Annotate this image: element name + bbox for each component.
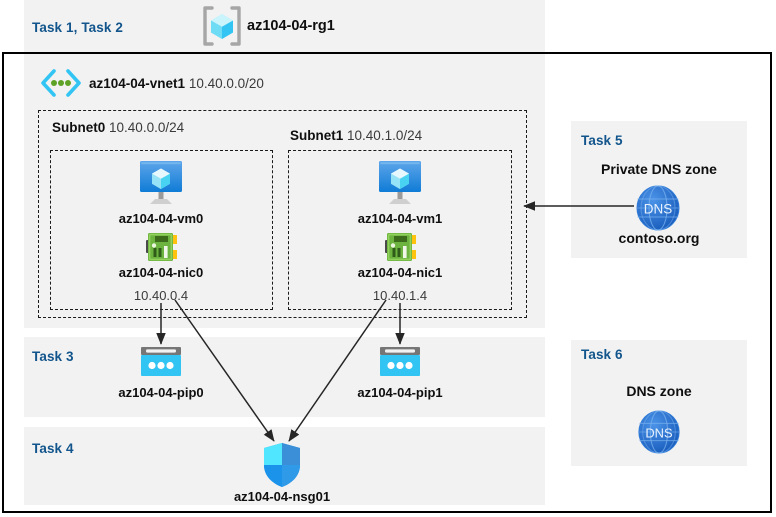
nsg-name: az104-04-nsg01	[233, 489, 331, 504]
task5-zone-name: contoso.org	[618, 230, 700, 246]
virtual-machine-icon	[133, 158, 189, 210]
pip0-name: az104-04-pip0	[118, 385, 204, 400]
network-security-group-shield-icon	[261, 441, 303, 489]
subnet0-cidr: 10.40.0.0/24	[109, 120, 185, 135]
virtual-network-icon	[38, 68, 84, 98]
network-interface-icon	[144, 231, 180, 263]
task-label-task6: Task 6	[581, 347, 623, 362]
task6-heading: DNS zone	[626, 383, 692, 399]
diagram-outer-border	[2, 52, 772, 513]
panel-task1-task2	[24, 0, 545, 52]
vm1-name: az104-04-vm1	[357, 211, 443, 226]
panel-task3	[24, 337, 545, 417]
dns-zone-globe-icon: DNS	[634, 184, 682, 232]
public-ip-address-icon	[378, 346, 422, 380]
vnet-cidr: 10.40.0.0/20	[188, 76, 264, 91]
task-label-task5: Task 5	[581, 133, 623, 148]
vnet-header: az104-04-vnet1 10.40.0.0/20	[89, 76, 264, 91]
subnets-container	[38, 110, 527, 318]
task-label-task3: Task 3	[32, 349, 74, 364]
public-ip-address-icon	[139, 346, 183, 380]
virtual-machine-icon	[372, 158, 428, 210]
dns-icon-text: DNS	[644, 202, 673, 217]
pip1-name: az104-04-pip1	[357, 385, 443, 400]
vm0-name: az104-04-vm0	[118, 211, 204, 226]
subnet0-header: Subnet0 10.40.0.0/24	[52, 120, 184, 135]
task-label-task1-task2: Task 1, Task 2	[32, 20, 123, 35]
task-label-task4: Task 4	[32, 441, 74, 456]
subnet0-name: Subnet0	[52, 120, 106, 135]
resource-group-icon	[200, 5, 244, 47]
vnet-name: az104-04-vnet1	[89, 76, 186, 91]
nic0-name: az104-04-nic0	[118, 265, 204, 280]
subnet1-header: Subnet1 10.40.1.0/24	[290, 128, 422, 143]
nic1-name: az104-04-nic1	[357, 265, 443, 280]
dns-icon-text: DNS	[645, 425, 673, 440]
nic0-ip: 10.40.0.4	[133, 288, 189, 303]
resource-group-name: az104-04-rg1	[247, 18, 335, 34]
subnet1-cidr: 10.40.1.0/24	[347, 128, 423, 143]
task5-heading: Private DNS zone	[601, 161, 717, 177]
subnet1-name: Subnet1	[290, 128, 344, 143]
panel-vnet	[24, 52, 545, 328]
dns-zone-globe-icon: DNS	[636, 409, 682, 455]
network-interface-icon	[383, 231, 419, 263]
nic1-ip: 10.40.1.4	[372, 288, 428, 303]
